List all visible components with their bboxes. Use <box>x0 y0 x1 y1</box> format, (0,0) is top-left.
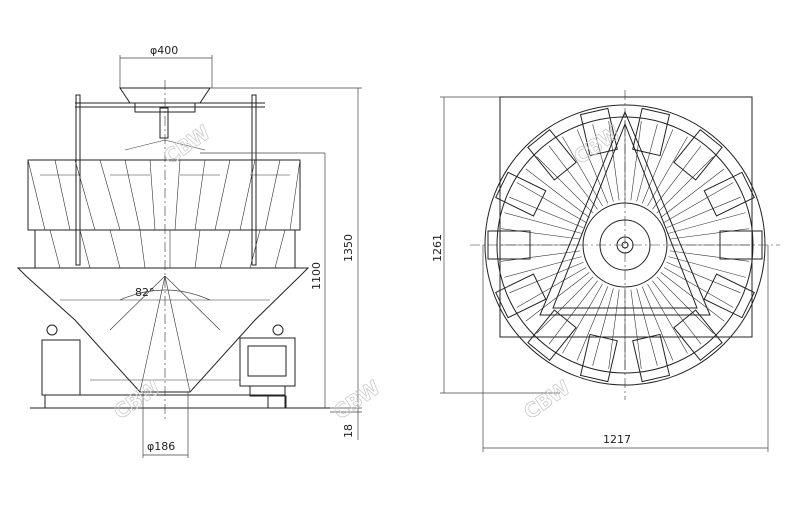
spoke-line <box>656 156 714 214</box>
spoke-line <box>630 121 642 201</box>
spoke-line <box>647 136 688 207</box>
spoke-line <box>576 286 609 361</box>
weigh-bucket <box>703 171 755 217</box>
spoke-line <box>548 280 598 345</box>
bucket-height-label: 1100 <box>310 262 323 290</box>
spoke-line <box>536 156 594 214</box>
dimension-width: 1217 <box>482 245 769 452</box>
spoke-line <box>501 250 581 262</box>
spoke-line <box>504 256 582 278</box>
weigh-bucket <box>579 333 618 383</box>
weigh-bucket <box>495 273 547 319</box>
spoke-line <box>630 289 642 369</box>
outlet-diameter-label: φ186 <box>147 440 175 453</box>
weigh-bucket <box>673 129 723 181</box>
svg-text:CBW: CBW <box>519 375 574 424</box>
weigh-bucket <box>632 107 671 157</box>
spoke-line <box>525 168 590 218</box>
dimension-depth: 1261 <box>431 96 560 394</box>
weigh-bucket <box>527 129 577 181</box>
dimension-outlet: φ186 <box>142 392 189 458</box>
depth-label: 1261 <box>431 234 444 262</box>
spoke-line <box>668 256 746 278</box>
weigh-bucket <box>673 309 723 361</box>
spoke-line <box>666 196 741 229</box>
top-view: 1261 1217 <box>431 90 780 452</box>
side-view: 82° φ400 φ186 <box>16 44 362 458</box>
weigh-bucket <box>632 333 671 383</box>
svg-text:CBW: CBW <box>329 375 384 424</box>
spoke-line <box>652 280 702 345</box>
spoke-line <box>669 228 749 240</box>
spoke-line <box>652 145 702 210</box>
spoke-line <box>548 145 598 210</box>
spoke-line <box>576 129 609 204</box>
spoke-line <box>501 228 581 240</box>
svg-text:CBW: CBW <box>569 120 624 169</box>
spoke-line <box>509 261 584 294</box>
weigh-bucket <box>703 273 755 319</box>
hopper-diameter-label: φ400 <box>150 44 178 57</box>
spoke-line <box>660 168 725 218</box>
spoke-line <box>592 288 614 366</box>
spoke-line <box>516 182 587 223</box>
weigh-bucket <box>527 309 577 361</box>
cone-angle-label: 82° <box>135 286 155 299</box>
spoke-line <box>641 286 674 361</box>
spoke-line <box>636 288 658 366</box>
spoke-line <box>656 276 714 334</box>
spoke-line <box>509 196 584 229</box>
total-height-label: 1350 <box>342 234 355 262</box>
spoke-line <box>647 283 688 354</box>
width-label: 1217 <box>603 433 631 446</box>
spoke-line <box>562 283 603 354</box>
watermark: CBW CBW CBW CBW CBW <box>109 120 625 425</box>
spoke-line <box>641 129 674 204</box>
spoke-line <box>668 212 746 234</box>
spoke-line <box>504 212 582 234</box>
svg-text:CBW: CBW <box>159 120 214 169</box>
spoke-line <box>608 121 620 201</box>
spoke-line <box>592 124 614 202</box>
foot-height-label: 18 <box>342 424 355 438</box>
spoke-line <box>608 289 620 369</box>
spoke-line <box>663 182 734 223</box>
weigh-bucket <box>495 171 547 217</box>
spoke-line <box>636 124 658 202</box>
spoke-line <box>669 250 749 262</box>
spoke-line <box>562 136 603 207</box>
svg-text:CBW: CBW <box>109 375 164 424</box>
dimension-heights: 1350 1100 18 <box>200 87 362 440</box>
weigh-bucket <box>579 107 618 157</box>
dimension-hopper: φ400 <box>119 44 213 88</box>
spoke-line <box>666 261 741 294</box>
spoke-line <box>536 276 594 334</box>
